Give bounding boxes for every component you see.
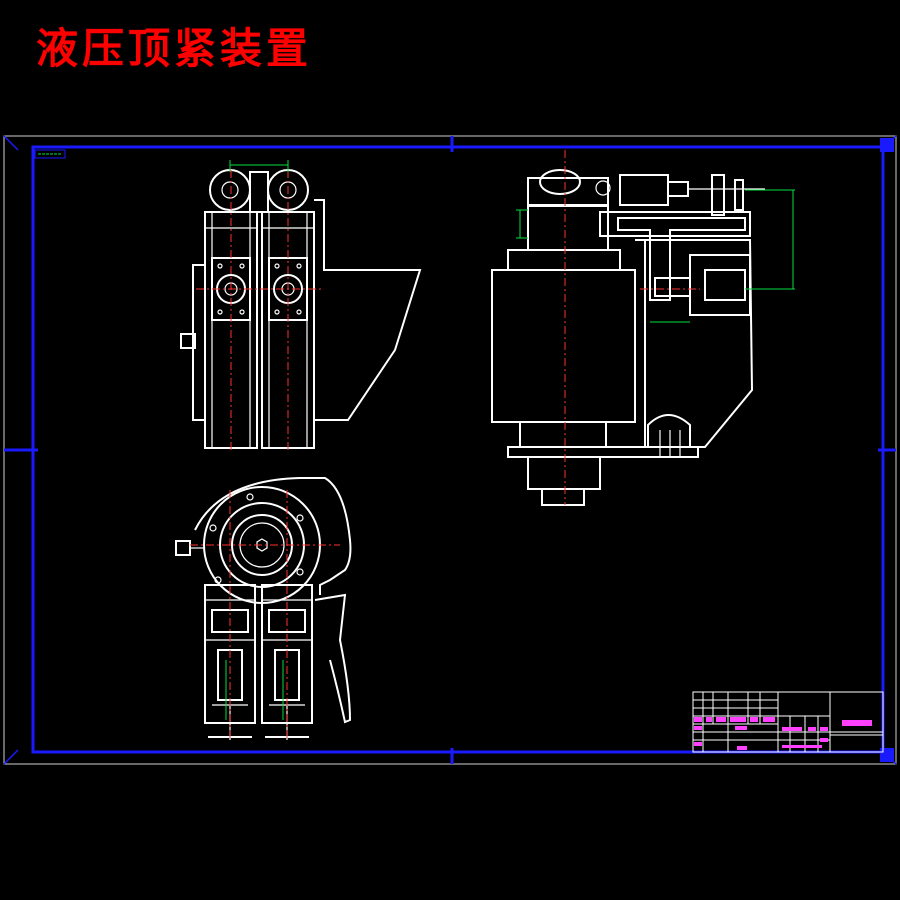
front-view <box>180 160 422 450</box>
title-block <box>692 691 884 753</box>
page-title: 液压顶紧装置 <box>36 24 313 73</box>
drawing-sheet-border <box>3 135 897 765</box>
side-view <box>491 150 795 506</box>
plan-view <box>175 477 352 740</box>
